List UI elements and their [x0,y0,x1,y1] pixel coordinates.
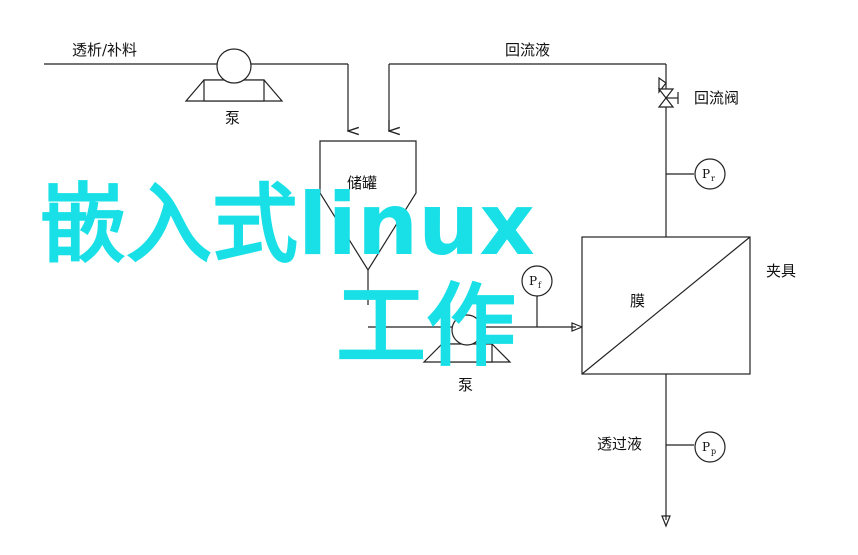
pr-gauge-letter: P [702,167,710,181]
watermark-line-1: 嵌入式linux [40,175,535,275]
pp-gauge-letter: P [702,440,710,454]
clamp-label: 夹具 [766,262,796,280]
pump-bottom-label: 泵 [458,376,473,394]
pf-gauge [521,265,553,297]
permeate-label: 透过液 [597,435,642,453]
pump-bottom-symbol [422,314,512,363]
pump-top-label: 泵 [225,109,240,127]
reflux-valve-label: 回流阀 [694,89,739,107]
tank-label: 储罐 [347,174,377,192]
reflux-arrow-down [658,76,667,94]
pump-top-symbol [184,48,284,102]
pr-gauge-sub: r [711,174,715,183]
pp-gauge [694,431,726,463]
reflux-valve-symbol [657,88,679,108]
watermark-line-2: 工作 [336,274,516,379]
reflux-liquid-label: 回流液 [505,41,550,59]
pf-gauge-sub: f [538,281,542,290]
storage-tank [319,140,417,272]
membrane-inlet-arrow [571,322,584,332]
feed-label: 透析/补料 [72,41,137,59]
pf-gauge-letter: P [529,274,537,288]
permeate-arrow [661,515,671,528]
pr-gauge [694,158,726,190]
membrane-label: 膜 [630,292,645,310]
membrane-diagonal [581,236,751,375]
pp-gauge-sub: p [711,447,716,456]
